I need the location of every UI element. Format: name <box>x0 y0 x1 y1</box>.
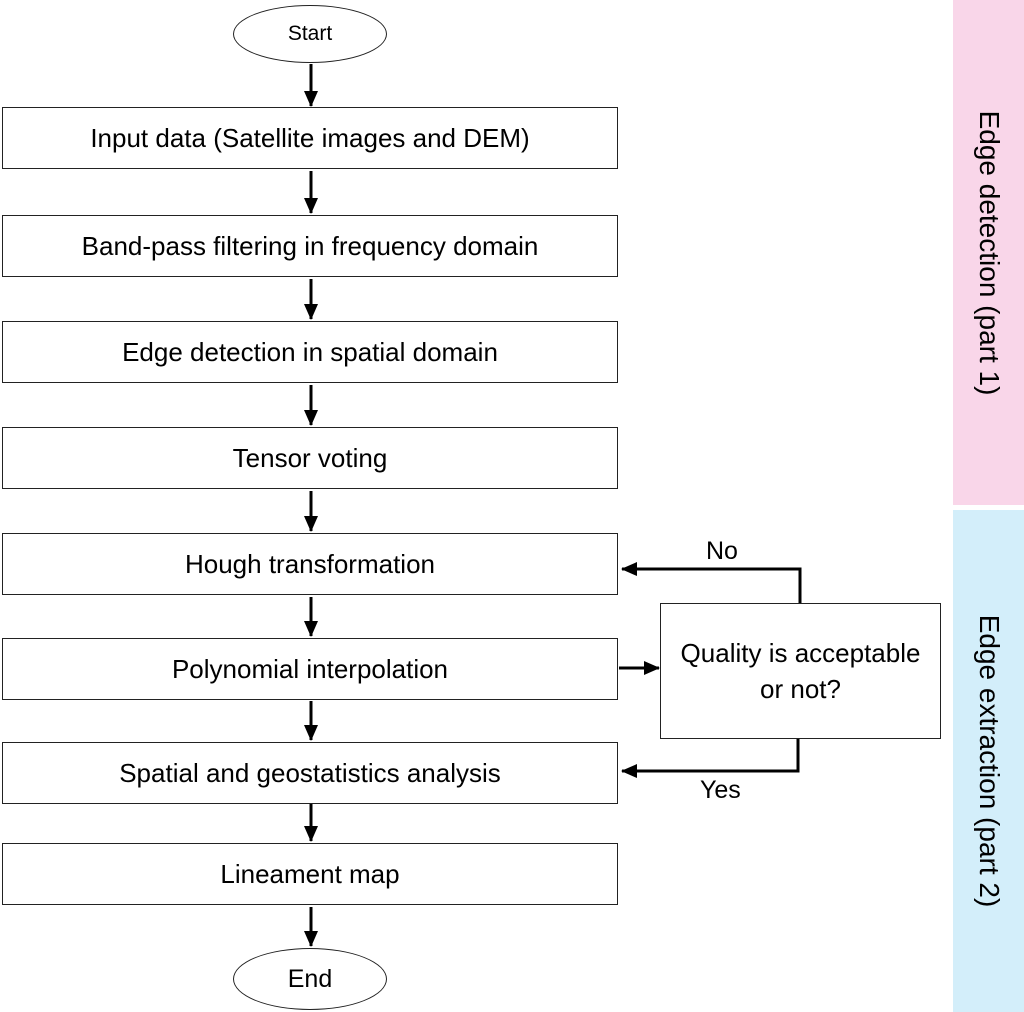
decision-no-label: No <box>706 537 738 565</box>
step-lineament-map: Lineament map <box>2 843 618 905</box>
step-polynomial-interpolation: Polynomial interpolation <box>2 638 618 700</box>
decision-yes-label: Yes <box>700 776 741 804</box>
section-band-part-1: Edge detection (part 1) <box>953 0 1024 505</box>
step-spatial-geostatistics: Spatial and geostatistics analysis <box>2 742 618 804</box>
step-input-data: Input data (Satellite images and DEM) <box>2 107 618 169</box>
start-terminal: Start <box>233 5 387 63</box>
arrow-decision-no <box>621 562 802 603</box>
step-hough-transformation: Hough transformation <box>2 533 618 595</box>
step-edge-detection: Edge detection in spatial domain <box>2 321 618 383</box>
step-tensor-voting: Tensor voting <box>2 427 618 489</box>
decision-quality-check: Quality is acceptable or not? <box>660 603 941 739</box>
step-band-pass-filtering: Band-pass filtering in frequency domain <box>2 215 618 277</box>
end-terminal: End <box>233 948 387 1010</box>
section-band-part-2: Edge extraction (part 2) <box>953 510 1024 1012</box>
arrow-decision-yes <box>621 739 800 778</box>
